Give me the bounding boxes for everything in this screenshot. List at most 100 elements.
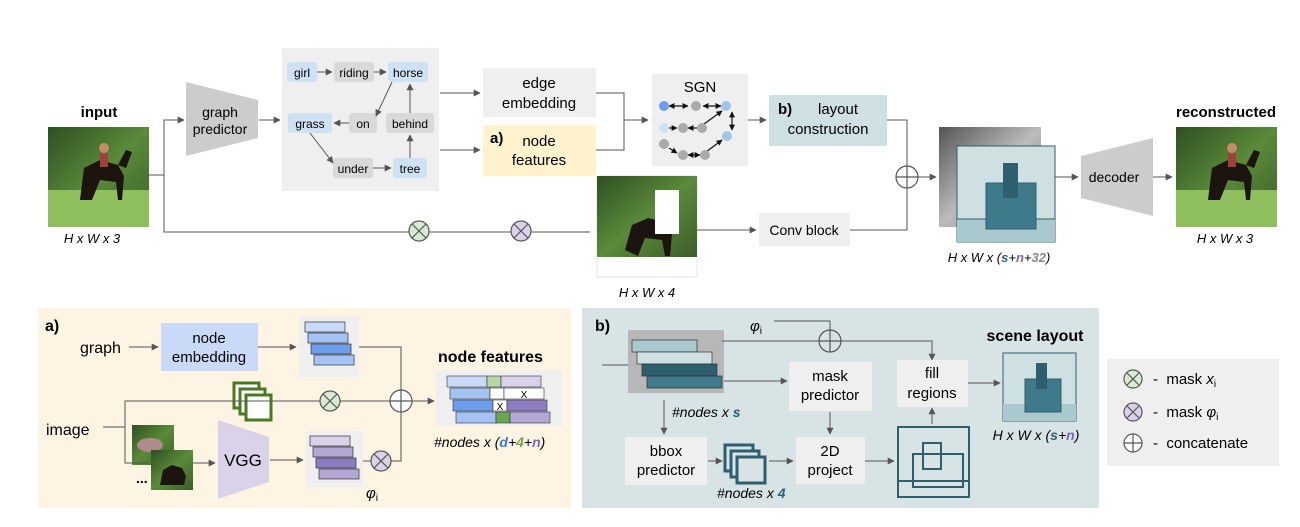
panel-a-mask-phi-op — [370, 450, 392, 472]
panel-b-node-stack — [628, 330, 724, 393]
panel-a-x-mark-2: X — [497, 402, 504, 413]
reconstructed-image — [1176, 127, 1277, 227]
legend-mask-phi-label: - mask φi — [1153, 404, 1218, 423]
panel-a-dots: ... — [136, 470, 148, 486]
input-dims: H x W x 3 — [64, 231, 121, 246]
panel-a-image-label: image — [46, 422, 90, 439]
node-features-box — [483, 125, 596, 176]
input-image — [48, 127, 149, 227]
graph-node-horse-label: horse — [393, 66, 423, 80]
panel-b-mask-predictor — [789, 362, 872, 411]
concatenate-op — [895, 165, 919, 189]
node-features-label-1: node — [522, 133, 555, 150]
panel-a-phi: φi — [366, 485, 378, 504]
panel-a-input-images — [132, 425, 193, 490]
graph-node-on-label: on — [356, 117, 369, 131]
graph-node-grass — [288, 113, 332, 133]
graph-node-grass-label: grass — [295, 117, 324, 131]
graph-node-horse — [388, 62, 428, 82]
sgn-label: SGN — [684, 79, 717, 96]
panel-a-x-mark-1: X — [521, 390, 528, 401]
conv-block — [759, 213, 850, 246]
graph-node-girl — [287, 62, 317, 82]
graph-predictor-label-2: predictor — [193, 121, 248, 137]
panel-a-tag: a) — [45, 318, 59, 335]
mask-x-op — [408, 220, 430, 242]
layout-construction-label-2: construction — [788, 121, 869, 138]
panel-b-2d-project-label-2: project — [807, 462, 853, 479]
layout-construction-box — [769, 95, 887, 146]
graph-node-tree — [393, 158, 427, 178]
panel-b-bbox-predictor-label-2: predictor — [637, 462, 695, 479]
panel-b-fill-regions-label-2: regions — [907, 385, 956, 402]
input-label: input — [81, 104, 118, 121]
panel-b-bbox-stack — [723, 443, 767, 485]
panel-b-projected-boxes — [897, 426, 970, 498]
panel-b-nodes-s: #nodes x s — [672, 404, 741, 420]
panel-b-mask-predictor-label-2: predictor — [801, 387, 859, 404]
sgn-block: SGN — [652, 74, 748, 166]
panel-b-nodes-4: #nodes x 4 — [717, 485, 786, 501]
panel-a-vgg-stack — [306, 431, 363, 487]
panel-a-vgg-label: VGG — [224, 451, 262, 470]
layout-stack — [939, 127, 1056, 243]
panel-a-node-embedding-label-2: embedding — [172, 349, 246, 366]
graph-node-behind-label: behind — [392, 117, 428, 131]
decoder-label: decoder — [1089, 169, 1140, 185]
graph-predictor-label-1: graph — [202, 104, 238, 120]
mask-phi-op — [510, 220, 532, 242]
graph-predictor: graph predictor — [186, 82, 258, 156]
panel-a-node-embedding-label-1: node — [192, 330, 225, 347]
panel-b-bbox-predictor — [625, 437, 707, 485]
conv-block-label: Conv block — [769, 222, 839, 238]
graph-node-on — [349, 113, 377, 133]
graph-node-riding — [334, 62, 374, 82]
panel-a-vgg: VGG — [218, 420, 269, 499]
panel-b-fill-regions-label-1: fill — [925, 365, 939, 382]
graph-node-under — [333, 158, 373, 178]
graph-node-tree-label: tree — [400, 162, 421, 176]
panel-a-node-embedding-box — [161, 323, 258, 371]
panel-a-embedding-stack — [299, 317, 359, 377]
panel-a-title: node features — [438, 349, 543, 366]
panel-b-concatenate-op — [818, 329, 842, 353]
panel-b-2d-project-label-1: 2D — [820, 443, 839, 460]
panel-b-scene-layout — [1002, 352, 1077, 422]
layout-construction-label-1: layout — [818, 101, 859, 118]
panel-b-scene-layout-dims: H x W x (s+n) — [993, 427, 1080, 443]
edge-embedding-label-1: edge — [522, 75, 555, 92]
graph-node-riding-label: riding — [339, 66, 368, 80]
edge-embedding-label-2: embedding — [502, 95, 576, 112]
edge-embedding-box — [483, 68, 596, 117]
reconstructed-dims: H x W x 3 — [1197, 231, 1254, 246]
panel-a-mask-x-op — [319, 390, 341, 412]
legend-concatenate-icon — [1123, 433, 1143, 453]
graph-node-girl-label: girl — [294, 66, 310, 80]
legend-concatenate-label: - concatenate — [1153, 435, 1248, 452]
panel-b-bbox-predictor-label-1: bbox — [650, 443, 683, 460]
panel-b-fill-regions — [897, 360, 968, 407]
masked-image-dims: H x W x 4 — [619, 285, 675, 300]
legend-mask-x-icon — [1123, 369, 1143, 389]
panel-b-scene-layout-title: scene layout — [987, 328, 1085, 345]
panel-a-feature-stack: X X — [436, 370, 562, 426]
graph-node-behind — [386, 113, 434, 133]
panel-a-graph-label: graph — [80, 340, 121, 357]
node-features-tag: a) — [490, 130, 503, 147]
layout-construction-tag: b) — [778, 101, 792, 118]
panel-a-dims: #nodes x (d+4+n) — [434, 434, 545, 450]
node-features-label-2: features — [512, 152, 566, 169]
reconstructed-label: reconstructed — [1176, 104, 1276, 121]
masked-input-image — [596, 175, 698, 278]
legend-mask-x-label: - mask xi — [1153, 371, 1216, 390]
legend-mask-phi-icon — [1123, 402, 1143, 422]
panel-a-concatenate-op — [389, 389, 413, 413]
panel-b-mask-predictor-label-1: mask — [812, 368, 848, 385]
decoder: decoder — [1081, 138, 1153, 216]
panel-b-tag: b) — [595, 318, 610, 335]
graph-node-under-label: under — [338, 162, 369, 176]
layout-dims: H x W x (s+n+32) — [948, 250, 1051, 265]
panel-b-phi: φi — [750, 318, 762, 337]
